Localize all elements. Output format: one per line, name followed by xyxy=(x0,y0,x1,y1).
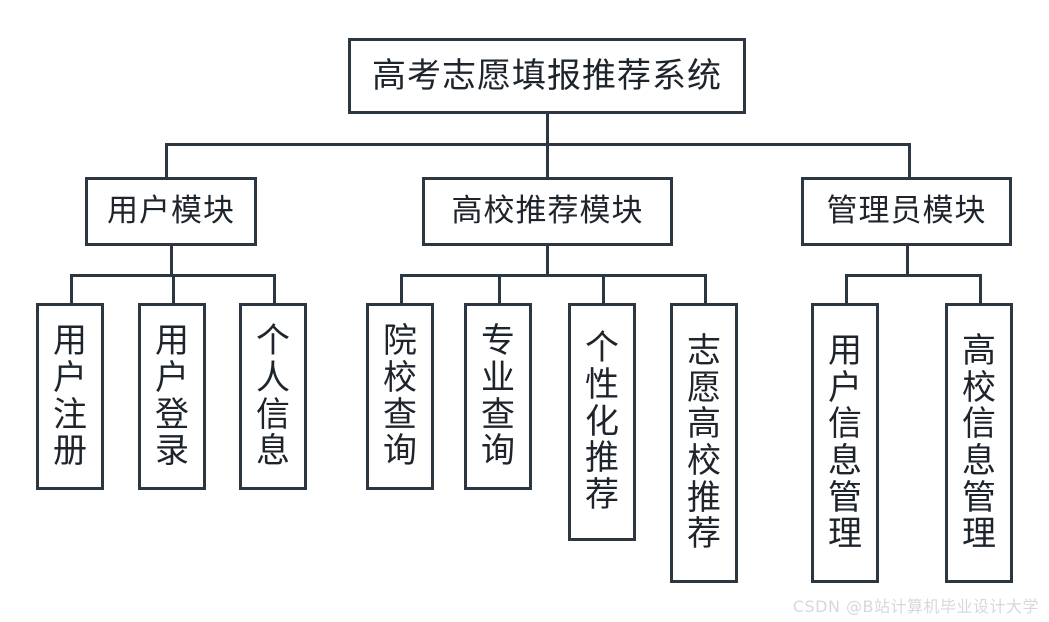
connector-drop-college-search xyxy=(400,274,403,305)
node-leaf-college-info-manage-label: 高 校 信 息 管 理 xyxy=(962,330,996,555)
node-leaf-volunteer-college-recommend-label: 志 愿 高 校 推 荐 xyxy=(687,330,721,555)
node-leaf-personal-info-label: 个 人 信 息 xyxy=(256,321,290,472)
node-module-admin-label: 管理员模块 xyxy=(826,192,987,229)
connector-admin-bus xyxy=(845,274,982,277)
node-leaf-personalized-recommend-label: 个 性 化 推 荐 xyxy=(585,328,619,516)
node-module-user[interactable]: 用户模块 xyxy=(85,177,257,246)
connector-drop-personalized-recommend xyxy=(602,274,605,305)
connector-recommend-bus xyxy=(400,274,707,277)
connector-level1-bus xyxy=(165,143,911,146)
connector-drop-major-search xyxy=(498,274,501,305)
node-module-admin[interactable]: 管理员模块 xyxy=(801,177,1012,246)
connector-user-stem xyxy=(170,246,173,277)
node-leaf-college-info-manage[interactable]: 高 校 信 息 管 理 xyxy=(945,303,1013,583)
connector-drop-module-user xyxy=(165,143,168,180)
node-leaf-volunteer-college-recommend[interactable]: 志 愿 高 校 推 荐 xyxy=(670,303,738,583)
node-leaf-user-register-label: 用 户 注 册 xyxy=(53,321,87,472)
watermark: CSDN @B站计算机毕业设计大学 xyxy=(792,597,1039,616)
connector-drop-user-register xyxy=(70,274,73,305)
node-leaf-user-register[interactable]: 用 户 注 册 xyxy=(36,303,104,490)
connector-drop-user-info-manage xyxy=(845,274,848,305)
connector-drop-volunteer-college-recommend xyxy=(704,274,707,305)
connector-drop-college-info-manage xyxy=(979,274,982,305)
node-module-user-label: 用户模块 xyxy=(107,192,235,229)
node-leaf-college-search[interactable]: 院 校 查 询 xyxy=(366,303,434,490)
node-module-recommend[interactable]: 高校推荐模块 xyxy=(422,177,673,246)
connector-drop-user-login xyxy=(172,274,175,305)
node-leaf-personal-info[interactable]: 个 人 信 息 xyxy=(239,303,307,490)
connector-root-stem xyxy=(546,114,549,144)
connector-admin-stem xyxy=(906,246,909,277)
node-leaf-user-login[interactable]: 用 户 登 录 xyxy=(138,303,206,490)
node-root-system[interactable]: 高考志愿填报推荐系统 xyxy=(348,38,746,114)
node-leaf-user-info-manage-label: 用 户 信 息 管 理 xyxy=(828,330,862,555)
node-root-system-label: 高考志愿填报推荐系统 xyxy=(372,55,722,96)
connector-drop-module-rec xyxy=(546,143,549,180)
node-leaf-major-search-label: 专 业 查 询 xyxy=(481,321,515,472)
node-leaf-user-info-manage[interactable]: 用 户 信 息 管 理 xyxy=(811,303,879,583)
connector-drop-module-admin xyxy=(908,143,911,180)
node-leaf-user-login-label: 用 户 登 录 xyxy=(155,321,189,472)
node-module-recommend-label: 高校推荐模块 xyxy=(451,192,644,229)
node-leaf-major-search[interactable]: 专 业 查 询 xyxy=(464,303,532,490)
node-leaf-college-search-label: 院 校 查 询 xyxy=(383,321,417,472)
connector-drop-user-profile xyxy=(273,274,276,305)
connector-recommend-stem xyxy=(546,246,549,277)
node-leaf-personalized-recommend[interactable]: 个 性 化 推 荐 xyxy=(568,303,636,541)
